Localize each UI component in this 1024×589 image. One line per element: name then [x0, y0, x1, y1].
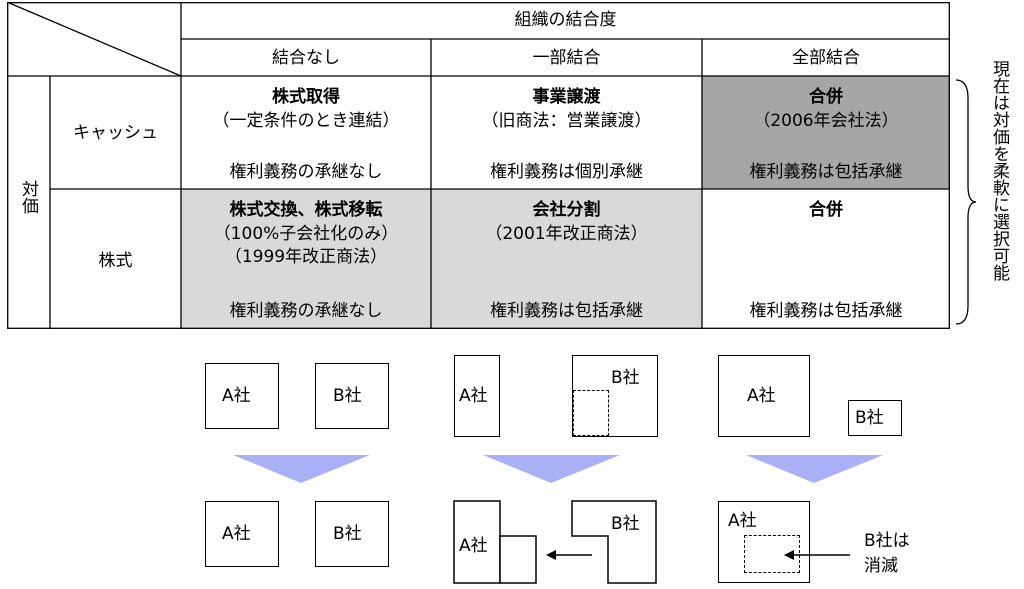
- company-a-expanded: [453, 500, 501, 584]
- cell-note: （100%子会社化のみ）: [213, 224, 399, 244]
- cell-cash-full-shade: [702, 76, 950, 189]
- cell-footer: 権利義務は包括承継: [749, 162, 903, 182]
- cell-title: 合併: [809, 200, 843, 220]
- company-a-box-before: [454, 355, 500, 437]
- company-a-box-before: [718, 355, 810, 437]
- cell-title: 事業譲渡: [532, 87, 601, 107]
- down-arrow-icon: [746, 455, 883, 483]
- down-arrow-icon: [233, 455, 370, 483]
- left-arrow-icon: [546, 550, 556, 560]
- company-b-remaining: [571, 500, 657, 584]
- company-b-box-after: [315, 501, 389, 567]
- company-a-box-after: [205, 501, 279, 567]
- down-arrow-icon: [483, 455, 620, 483]
- company-b-label: B社: [333, 386, 362, 406]
- cell-note: （1999年改正商法）: [224, 247, 388, 267]
- cell-footer: 権利義務の承継なし: [229, 301, 383, 321]
- cell-title: 会社分割: [532, 200, 601, 220]
- side-brace: [955, 79, 977, 325]
- company-b-box-before: [848, 400, 902, 436]
- company-a-box-before: [205, 363, 279, 429]
- extinct-note-line2: 消滅: [864, 556, 898, 576]
- company-a-label: A社: [222, 524, 251, 544]
- row-label-stock: 株式: [98, 251, 133, 271]
- cell-stock-partial-shade: [431, 189, 702, 329]
- company-b-label: B社: [611, 514, 640, 534]
- company-a-label: A社: [747, 386, 776, 406]
- cell-footer: 権利義務は包括承継: [749, 301, 903, 321]
- company-b-box-before: [572, 355, 658, 437]
- column-header-partial: 一部結合: [532, 48, 601, 68]
- company-b-label: B社: [611, 368, 640, 388]
- company-a-label: A社: [222, 386, 251, 406]
- column-header-none: 結合なし: [272, 48, 340, 68]
- side-note: 現在は対価を柔軟に選択可能: [989, 60, 1009, 281]
- company-a-label: A社: [728, 511, 757, 531]
- merger-table: 組織の結合度 結合なし 一部結合 全部結合 対価 キャッシュ 株式 株式取得 （…: [7, 2, 950, 329]
- cell-note: （2001年改正商法）: [485, 224, 648, 244]
- absorbed-b-dashed: [744, 535, 800, 573]
- cell-title: 合併: [809, 87, 843, 107]
- cell-note: （一定条件のとき連結）: [212, 111, 400, 131]
- cell-footer: 権利義務は包括承継: [490, 301, 643, 321]
- row-label-cash: キャッシュ: [73, 123, 158, 143]
- company-b-label: B社: [333, 524, 362, 544]
- table-grid: [7, 2, 950, 329]
- absorb-arrow: [784, 550, 850, 560]
- cell-note: （旧商法：営業譲渡）: [481, 111, 652, 131]
- cell-footer: 権利義務は個別承継: [490, 162, 643, 182]
- company-a-box-after: [718, 501, 810, 583]
- transition-arrows: [233, 455, 883, 483]
- business-unit-dashed: [573, 390, 609, 436]
- cell-footer: 権利義務の承継なし: [229, 162, 383, 182]
- company-a-label: A社: [459, 536, 488, 556]
- company-b-box-before: [315, 363, 389, 429]
- cell-title: 株式取得: [272, 87, 340, 107]
- left-arrow-icon: [784, 550, 794, 560]
- header-group-label: 組織の結合度: [514, 10, 617, 30]
- company-a-label: A社: [459, 386, 488, 406]
- column-header-full: 全部結合: [792, 48, 860, 68]
- extinct-note-line1: B社は: [864, 531, 910, 551]
- cell-stock-none-shade: [181, 189, 431, 329]
- row-group-label: 対価: [18, 180, 38, 214]
- split-result-diagram: [453, 500, 657, 584]
- company-b-label: B社: [855, 408, 884, 428]
- cell-note: （2006年会社法）: [753, 111, 899, 131]
- cell-title: 株式交換、株式移転: [229, 200, 383, 220]
- transferred-unit: [499, 535, 537, 584]
